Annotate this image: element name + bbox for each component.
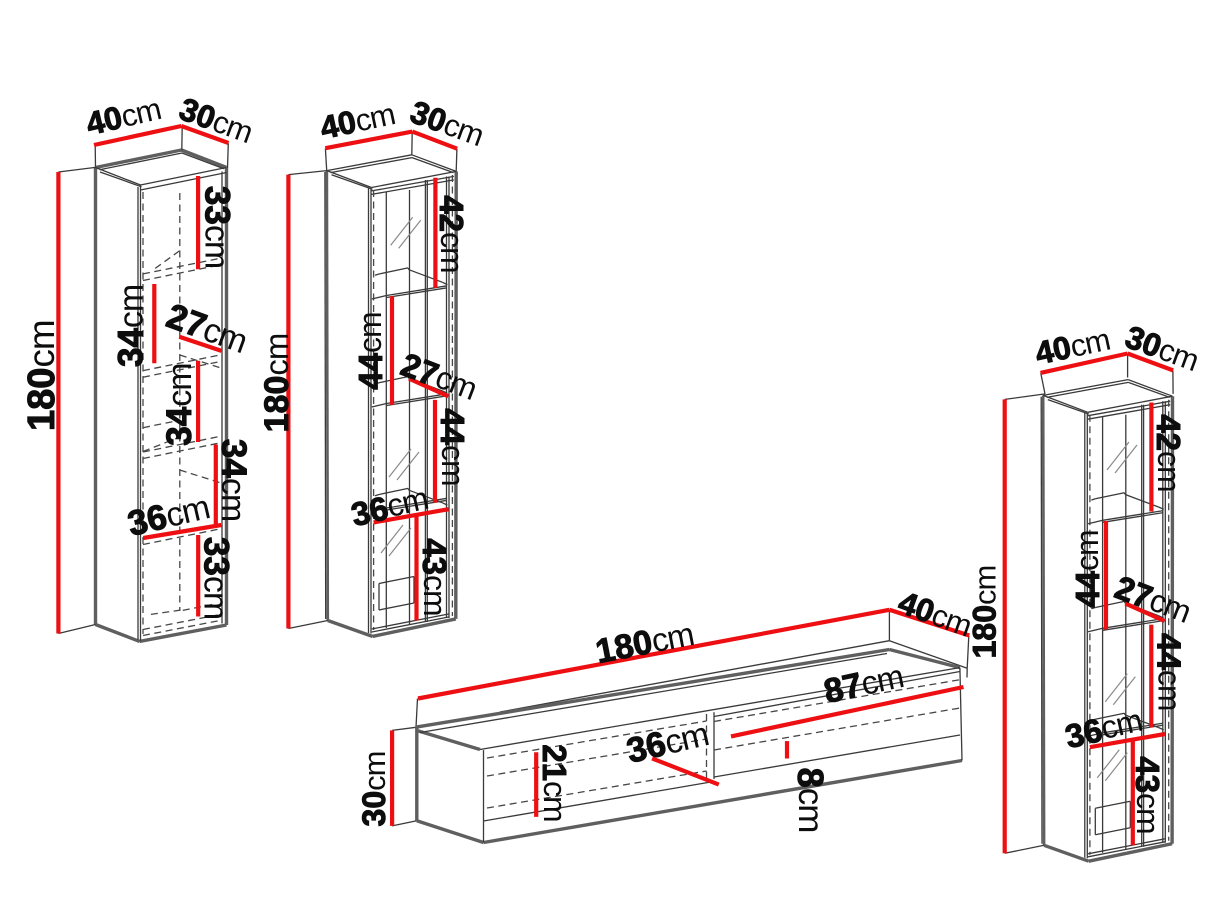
svg-text:42cm: 42cm <box>433 195 470 272</box>
svg-text:40cm: 40cm <box>83 91 164 143</box>
svg-text:33cm: 33cm <box>196 537 235 619</box>
svg-text:87cm: 87cm <box>821 657 907 711</box>
svg-text:180cm: 180cm <box>21 320 63 431</box>
svg-text:40cm: 40cm <box>317 96 398 147</box>
svg-text:180cm: 180cm <box>967 566 1003 659</box>
svg-text:44cm: 44cm <box>352 312 389 389</box>
svg-text:43cm: 43cm <box>1129 756 1166 833</box>
svg-text:36cm: 36cm <box>348 480 432 533</box>
svg-text:44cm: 44cm <box>1069 530 1106 607</box>
svg-text:36cm: 36cm <box>124 488 213 545</box>
svg-text:34cm: 34cm <box>214 439 253 521</box>
svg-text:180cm: 180cm <box>258 334 296 433</box>
svg-text:8cm: 8cm <box>790 768 831 833</box>
svg-text:30cm: 30cm <box>356 752 392 827</box>
svg-text:44cm: 44cm <box>434 408 471 485</box>
svg-text:44cm: 44cm <box>1151 633 1188 710</box>
svg-text:180cm: 180cm <box>592 615 696 671</box>
svg-text:36cm: 36cm <box>1062 702 1146 755</box>
svg-text:21cm: 21cm <box>536 744 573 821</box>
svg-text:34cm: 34cm <box>112 285 151 367</box>
svg-text:42cm: 42cm <box>1150 414 1187 491</box>
svg-text:33cm: 33cm <box>197 186 236 268</box>
svg-text:36cm: 36cm <box>623 715 712 772</box>
svg-text:40cm: 40cm <box>1032 321 1113 372</box>
svg-text:43cm: 43cm <box>416 538 453 615</box>
svg-text:34cm: 34cm <box>160 363 199 445</box>
